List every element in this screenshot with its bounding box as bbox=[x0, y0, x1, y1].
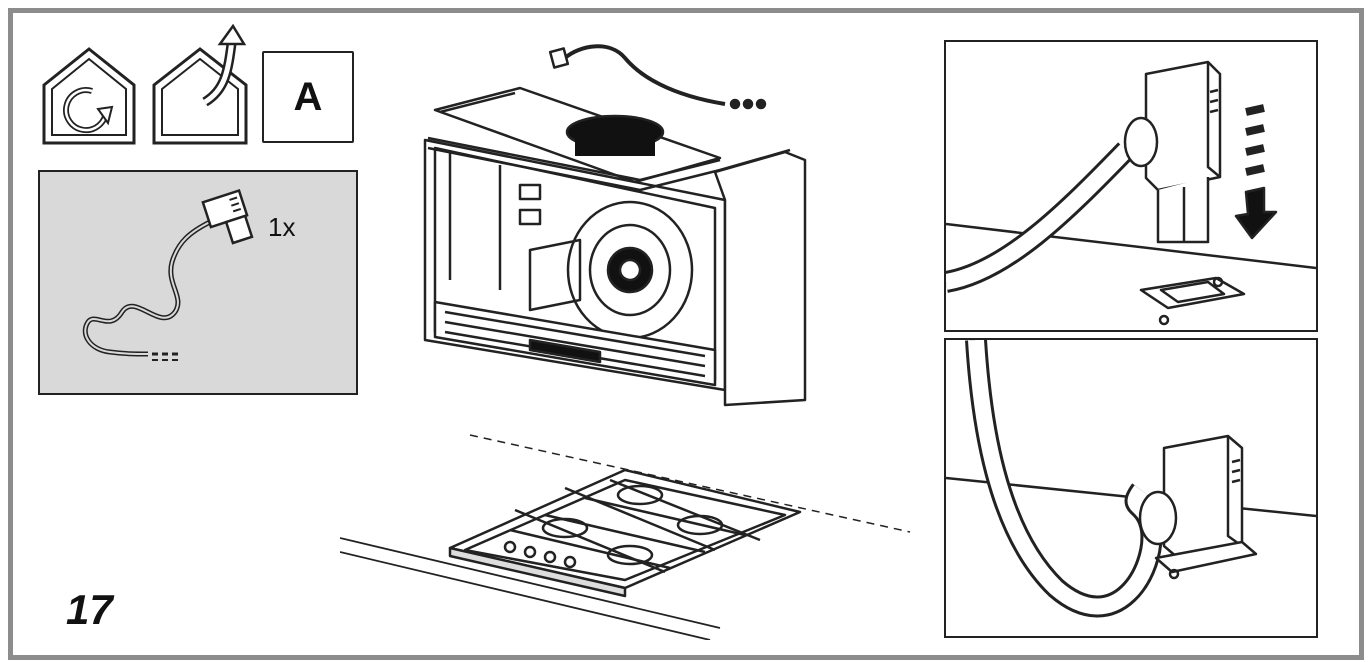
figure-number: 17 bbox=[66, 586, 113, 633]
detail-plug-connected bbox=[944, 338, 1318, 638]
plug-insertion-illustration bbox=[946, 60, 1316, 326]
mode-a-box: A bbox=[262, 51, 354, 143]
power-cable-icon bbox=[82, 188, 254, 361]
plug-connected-illustration bbox=[946, 340, 1316, 618]
hood-installation-illustration bbox=[340, 44, 911, 640]
quantity-label: 1x bbox=[268, 212, 296, 242]
recirculation-house-icon bbox=[42, 47, 136, 145]
ducted-extraction-house-icon bbox=[152, 23, 248, 145]
parts-panel: 1x bbox=[38, 170, 358, 395]
detail-plug-insertion bbox=[944, 40, 1318, 332]
